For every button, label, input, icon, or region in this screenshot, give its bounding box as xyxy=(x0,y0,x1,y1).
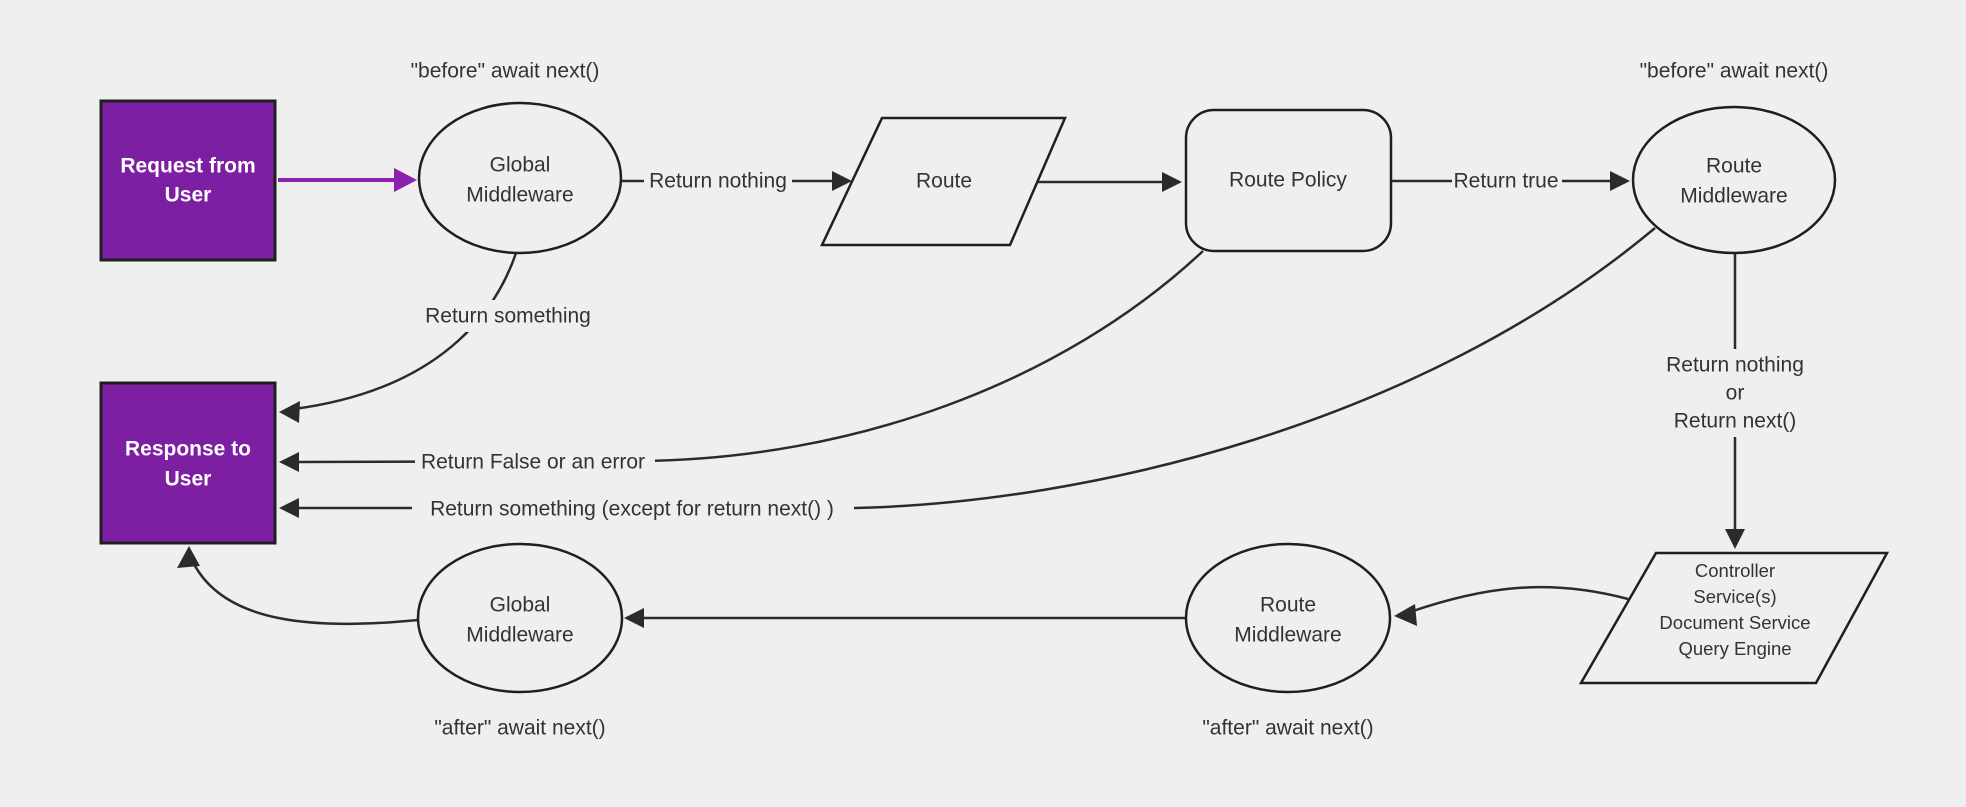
request-from-user-label-line1: Request from xyxy=(120,155,255,178)
edge-label-after-route: "after" await next() xyxy=(1202,717,1373,740)
edge-label-return-false: Return False or an error xyxy=(421,451,645,474)
global-middleware-bottom-label-line1: Global xyxy=(490,594,551,617)
controller-label-line4: Query Engine xyxy=(1678,638,1791,659)
route-label: Route xyxy=(916,170,972,193)
edge-label-before-route: "before" await next() xyxy=(1640,60,1829,83)
edge-route-middleware-return-something-except xyxy=(296,227,1656,510)
arrowhead-request-to-global-middleware xyxy=(394,168,417,192)
node-global-middleware-top: Global Middleware xyxy=(417,101,623,255)
arrowhead-route-to-route-policy xyxy=(1162,172,1182,192)
arrowhead-global-middleware-to-route xyxy=(832,171,852,191)
global-middleware-bottom-label-line2: Middleware xyxy=(466,624,573,647)
edge-route-policy-return-false xyxy=(295,250,1204,464)
edge-labels: "before" await next() "before" await nex… xyxy=(411,60,1829,740)
route-middleware-bottom-label-line1: Route xyxy=(1260,594,1316,617)
route-policy-box xyxy=(1184,108,1393,253)
node-route: Route xyxy=(820,116,1067,247)
edge-label-return-something: Return something xyxy=(425,305,591,328)
arrowhead-global-middleware-bottom-to-response xyxy=(177,546,200,568)
global-middleware-bottom-ellipse xyxy=(416,542,624,694)
mask-return-false xyxy=(415,446,655,478)
route-middleware-top-ellipse xyxy=(1631,105,1837,255)
edge-label-before-global: "before" await next() xyxy=(411,60,600,83)
edge-label-return-nothing: Return nothing xyxy=(649,170,787,193)
node-global-middleware-bottom: Global Middleware xyxy=(416,542,624,694)
mask-return-true xyxy=(1452,165,1562,197)
global-middleware-top-label-line1: Global xyxy=(490,154,551,177)
route-parallelogram xyxy=(820,116,1067,247)
edge-label-return-something-except: Return something (except for return next… xyxy=(430,498,834,521)
global-middleware-top-label-line2: Middleware xyxy=(466,184,573,207)
arrowhead-route-middleware-return-something-except xyxy=(279,498,299,518)
edge-label-return-nothing-or-line3: Return next() xyxy=(1674,410,1797,433)
route-policy-label: Route Policy xyxy=(1229,169,1347,192)
controller-label-line2: Service(s) xyxy=(1693,586,1776,607)
arrowhead-route-middleware-to-controller xyxy=(1725,529,1745,549)
arrowhead-global-middleware-return-something xyxy=(279,401,300,423)
arrowhead-controller-to-route-middleware-bottom xyxy=(1394,604,1417,626)
edge-label-masks xyxy=(412,165,1832,525)
response-to-user-label-line2: User xyxy=(165,468,212,491)
mask-return-nothing-or-next xyxy=(1638,349,1832,437)
node-controller-services: Controller Service(s) Document Service Q… xyxy=(1578,551,1890,685)
controller-label-line3: Document Service xyxy=(1659,612,1810,633)
edge-global-middleware-return-something xyxy=(293,252,518,411)
edge-global-middleware-bottom-to-response xyxy=(192,563,419,626)
edge-label-return-nothing-or-line1: Return nothing xyxy=(1666,354,1804,377)
arrowhead-route-middleware-bottom-to-global-middleware-bottom xyxy=(624,608,644,628)
edge-label-return-true: Return true xyxy=(1453,170,1558,193)
edges xyxy=(177,168,1745,628)
node-route-middleware-top: Route Middleware xyxy=(1631,105,1837,255)
route-middleware-bottom-ellipse xyxy=(1184,542,1392,694)
route-middleware-bottom-label-line2: Middleware xyxy=(1234,624,1341,647)
controller-parallelogram xyxy=(1578,551,1890,685)
node-response-to-user: Response to User xyxy=(99,381,277,545)
arrowhead-route-policy-to-route-middleware xyxy=(1610,171,1630,191)
edge-label-return-nothing-or-line2: or xyxy=(1726,382,1745,405)
mask-return-something-except xyxy=(412,493,854,525)
response-to-user-label-line1: Response to xyxy=(125,438,251,461)
node-route-policy: Route Policy xyxy=(1184,108,1393,253)
route-middleware-top-label-line2: Middleware xyxy=(1680,185,1787,208)
request-from-user-box xyxy=(99,99,277,262)
arrowhead-route-policy-return-false xyxy=(279,452,299,472)
mask-return-nothing xyxy=(644,165,792,197)
global-middleware-top-ellipse xyxy=(417,101,623,255)
edge-label-after-global: "after" await next() xyxy=(434,717,605,740)
mask-return-something xyxy=(425,300,595,332)
request-from-user-label-line2: User xyxy=(165,184,212,207)
node-route-middleware-bottom: Route Middleware xyxy=(1184,542,1392,694)
edge-controller-to-route-middleware-bottom xyxy=(1409,585,1629,614)
response-to-user-box xyxy=(99,381,277,545)
route-middleware-top-label-line1: Route xyxy=(1706,155,1762,178)
node-request-from-user: Request from User xyxy=(99,99,277,262)
controller-label-line1: Controller xyxy=(1695,560,1775,581)
